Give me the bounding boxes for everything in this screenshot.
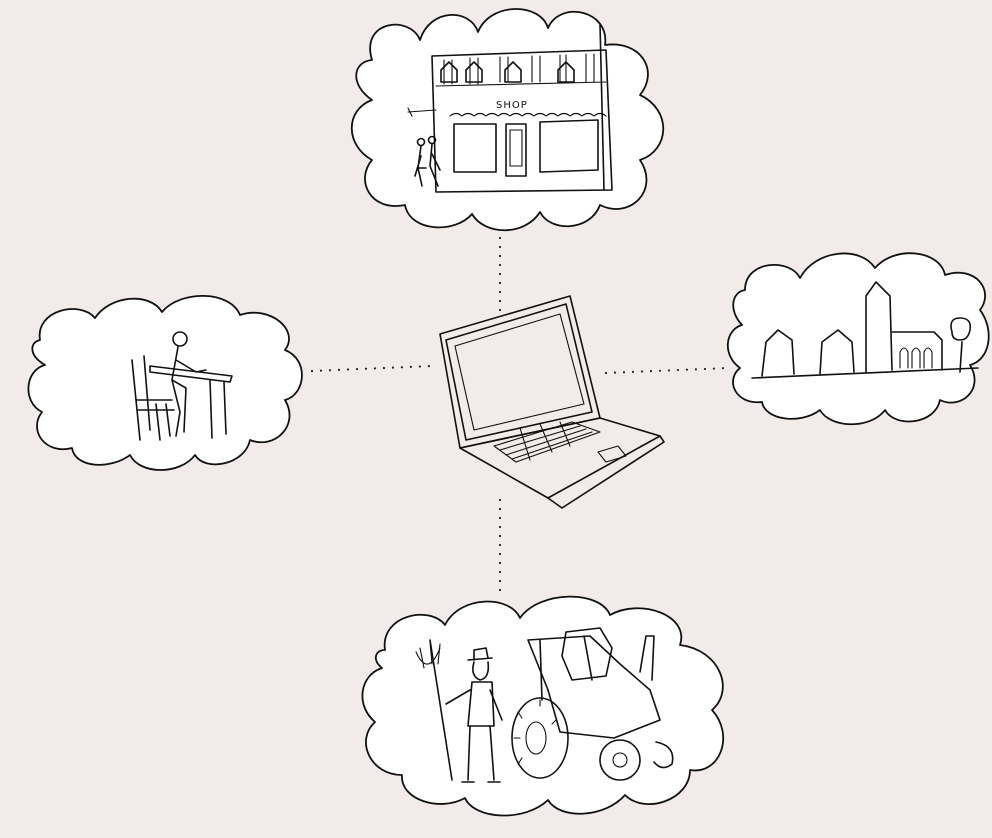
- shop-sign-text: SHOP: [496, 100, 528, 111]
- farmer-tractor-icon: [415, 627, 674, 783]
- cloud-village: [726, 252, 990, 426]
- cloud-shop: SHOP: [350, 8, 665, 232]
- shop-icon: SHOP: [407, 23, 613, 193]
- connector-right: [604, 366, 730, 375]
- cloud-desk: [27, 295, 303, 471]
- connector-left: [310, 364, 434, 373]
- cloud-farm: [361, 595, 725, 817]
- village-church-icon: [751, 281, 979, 379]
- laptop-icon: [439, 295, 665, 509]
- person-at-desk-icon: [131, 331, 233, 441]
